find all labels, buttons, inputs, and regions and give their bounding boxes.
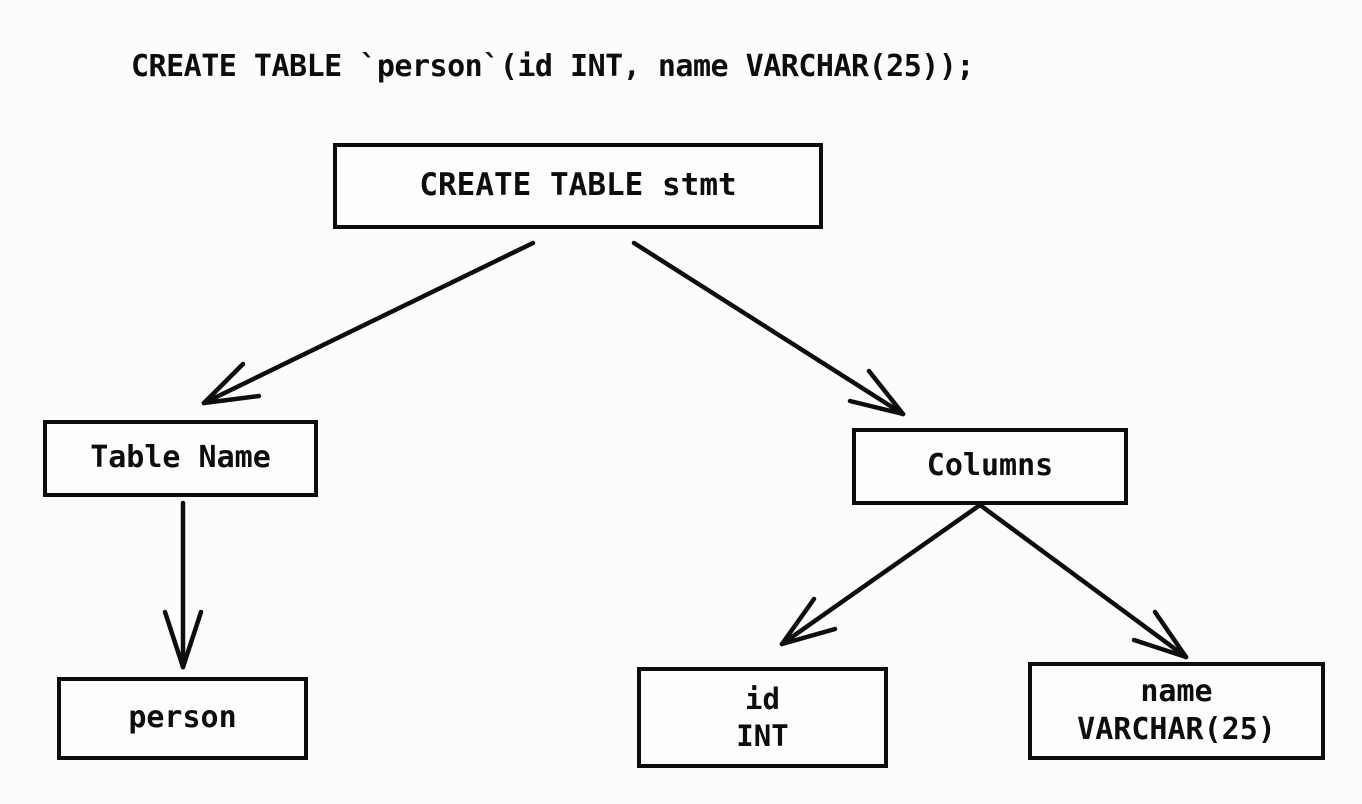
node-name-column-type: VARCHAR(25) — [1077, 712, 1276, 747]
edge-columns-to-id-arrow — [779, 502, 983, 647]
node-person: person — [57, 677, 308, 760]
node-name-column-name: name — [1140, 673, 1213, 709]
node-id-column: id INT — [637, 667, 888, 768]
node-create-table-stmt: CREATE TABLE stmt — [333, 143, 823, 229]
edge-table-name-to-person-arrow — [162, 500, 204, 670]
node-person-label: person — [128, 700, 237, 736]
node-columns-label: Columns — [926, 448, 1054, 484]
node-name-column: name VARCHAR(25) — [1028, 662, 1325, 760]
node-id-column-type: INT — [736, 718, 789, 753]
edge-root-to-table-name-arrow — [201, 240, 536, 406]
node-table-name-label: Table Name — [90, 440, 271, 476]
node-create-table-stmt-label: CREATE TABLE stmt — [419, 167, 737, 204]
edge-columns-to-name-arrow — [977, 502, 1189, 660]
sql-statement-text: CREATE TABLE `person`(id INT, name VARCH… — [131, 49, 974, 84]
edge-root-to-columns-arrow — [631, 240, 906, 417]
node-table-name: Table Name — [43, 420, 318, 497]
node-columns: Columns — [852, 428, 1128, 505]
node-id-column-name: id — [745, 681, 780, 716]
